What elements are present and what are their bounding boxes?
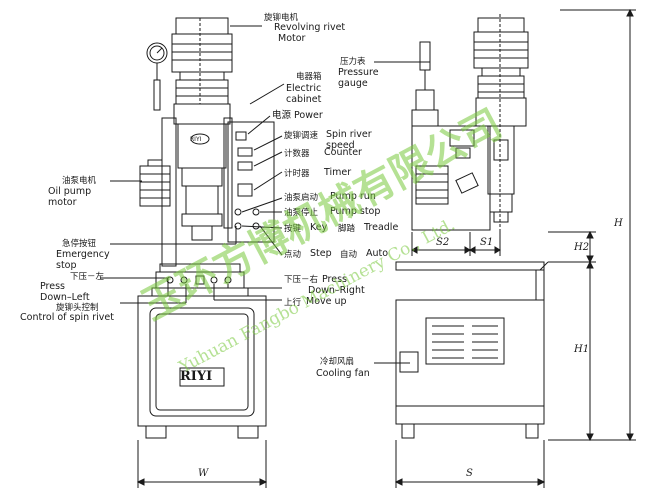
brand-plate: RIYI — [180, 369, 213, 384]
head-badge: RIYI — [190, 136, 202, 143]
motor-label-en-1: Revolving rivet — [274, 22, 346, 33]
cabinet-label-en-1: Electric — [286, 83, 322, 94]
speed-label-cn: 旋铆调速 — [284, 131, 319, 141]
step-label-en: Step — [310, 248, 332, 259]
pump-run-label-en: Pump run — [330, 191, 376, 202]
move-up-label-en: Move up — [306, 296, 347, 307]
oil-pump-label-en-1: Oil pump — [48, 186, 92, 197]
pump-stop-label-en: Pump stop — [330, 206, 381, 217]
cabinet-label-en-2: cabinet — [286, 94, 322, 105]
move-up-label-cn: 上行 — [284, 298, 302, 308]
dim-w: W — [198, 468, 209, 479]
speed-label-en-2: speed — [326, 140, 355, 151]
counter-label-en: Counter — [324, 147, 362, 158]
estop-label-cn: 急停按钮 — [62, 239, 97, 249]
fan-label-en: Cooling fan — [316, 368, 370, 379]
estop-label-en-2: stop — [56, 260, 77, 271]
gauge-label-en-1: Pressure — [338, 67, 379, 78]
power-label: 电源 Power — [272, 110, 323, 121]
step-label-cn: 点动 — [284, 250, 302, 260]
front-view — [100, 17, 285, 488]
key-label-cn: 按键 — [284, 224, 302, 234]
pump-run-label-cn: 油泵启动 — [284, 193, 319, 203]
timer-label-cn: 计时器 — [284, 169, 310, 179]
gauge-label-cn: 压力表 — [340, 57, 366, 67]
dim-h: H — [614, 218, 623, 229]
gauge-label-en-2: gauge — [338, 78, 368, 89]
oil-pump-label-en-2: motor — [48, 197, 77, 208]
estop-label-en-1: Emergency — [56, 249, 110, 260]
press-down-left-label-cn: 下压－左 — [70, 272, 105, 282]
press-down-left-label-en-2: Down–Left — [40, 292, 90, 303]
press-down-right-label-cn: 下压－右 — [284, 275, 319, 285]
fan-label-cn: 冷却风扇 — [320, 357, 355, 367]
dim-h2: H2 — [574, 242, 590, 253]
auto-label-en: Auto — [366, 248, 389, 259]
pump-stop-label-cn: 油泵停止 — [284, 208, 319, 218]
motor-label-cn: 旋铆电机 — [264, 13, 299, 23]
key-label-en: Key — [310, 222, 328, 233]
press-down-right-label-en-2: Down–Right — [308, 285, 365, 296]
spin-head-label-en: Control of spin rivet — [20, 312, 114, 323]
dim-s1: S1 — [480, 237, 494, 248]
press-down-right-label-en-1: Press — [322, 274, 348, 285]
auto-label-cn: 自动 — [340, 250, 358, 260]
timer-label-en: Timer — [324, 167, 352, 178]
press-down-left-label-en-1: Press — [40, 281, 66, 292]
side-view — [374, 8, 636, 488]
dim-s: S — [466, 468, 473, 479]
treadle-label-en: Treadle — [364, 222, 399, 233]
dim-h1: H1 — [574, 344, 590, 355]
treadle-label-cn: 脚踏 — [338, 224, 356, 234]
counter-label-cn: 计数器 — [284, 149, 310, 159]
spin-head-label-cn: 旋铆头控制 — [56, 303, 99, 313]
dim-s2: S2 — [436, 237, 450, 248]
cabinet-label-cn: 电器箱 — [296, 72, 322, 82]
motor-label-en-2: Motor — [278, 33, 306, 44]
oil-pump-label-cn: 油泵电机 — [62, 176, 97, 186]
speed-label-en-1: Spin river — [326, 129, 372, 140]
